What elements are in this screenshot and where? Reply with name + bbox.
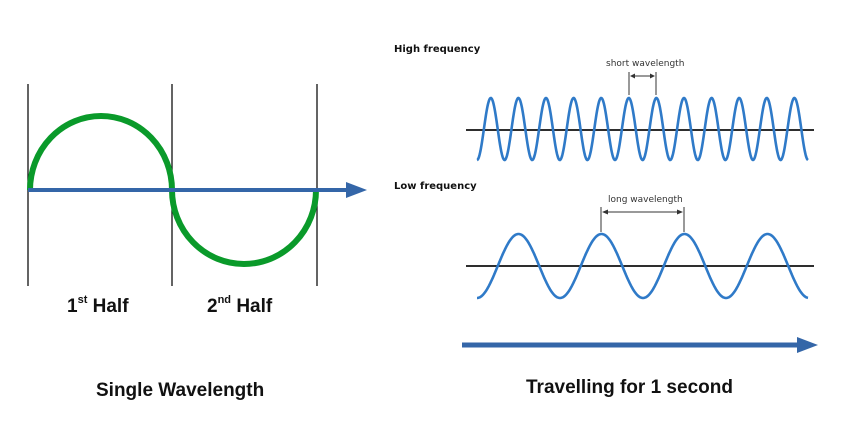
high-frequency-diagram (466, 72, 814, 162)
arrowhead-left-icon (602, 209, 608, 215)
arrowhead-right-icon (650, 73, 655, 79)
second-half-number: 2 (207, 296, 218, 317)
travel-arrowhead-icon (797, 337, 818, 353)
low-frequency-wave (477, 232, 809, 300)
single-wavelength-caption: Single Wavelength (96, 380, 265, 401)
second-half-label: 2nd Half (207, 294, 273, 318)
second-half-ordinal: nd (217, 294, 232, 306)
second-half-word: Half (236, 296, 273, 317)
first-half-label: 1st Half (67, 294, 129, 318)
first-half-ordinal: st (77, 294, 88, 306)
long-wavelength-label: long wavelength (608, 195, 683, 205)
first-half-number: 1 (67, 296, 78, 317)
low-frequency-label: Low frequency (394, 181, 477, 192)
high-frequency-wave (476, 96, 809, 162)
first-half-word: Half (92, 296, 129, 317)
travelling-caption: Travelling for 1 second (526, 377, 733, 398)
time-axis-arrowhead-icon (346, 182, 367, 198)
low-frequency-diagram (466, 207, 814, 300)
short-wavelength-label: short wavelength (606, 59, 685, 69)
arrowhead-right-icon (677, 209, 683, 215)
high-frequency-label: High frequency (394, 44, 481, 55)
arrowhead-left-icon (630, 73, 635, 79)
travel-arrow (462, 337, 818, 353)
single-wavelength-diagram (27, 84, 367, 286)
